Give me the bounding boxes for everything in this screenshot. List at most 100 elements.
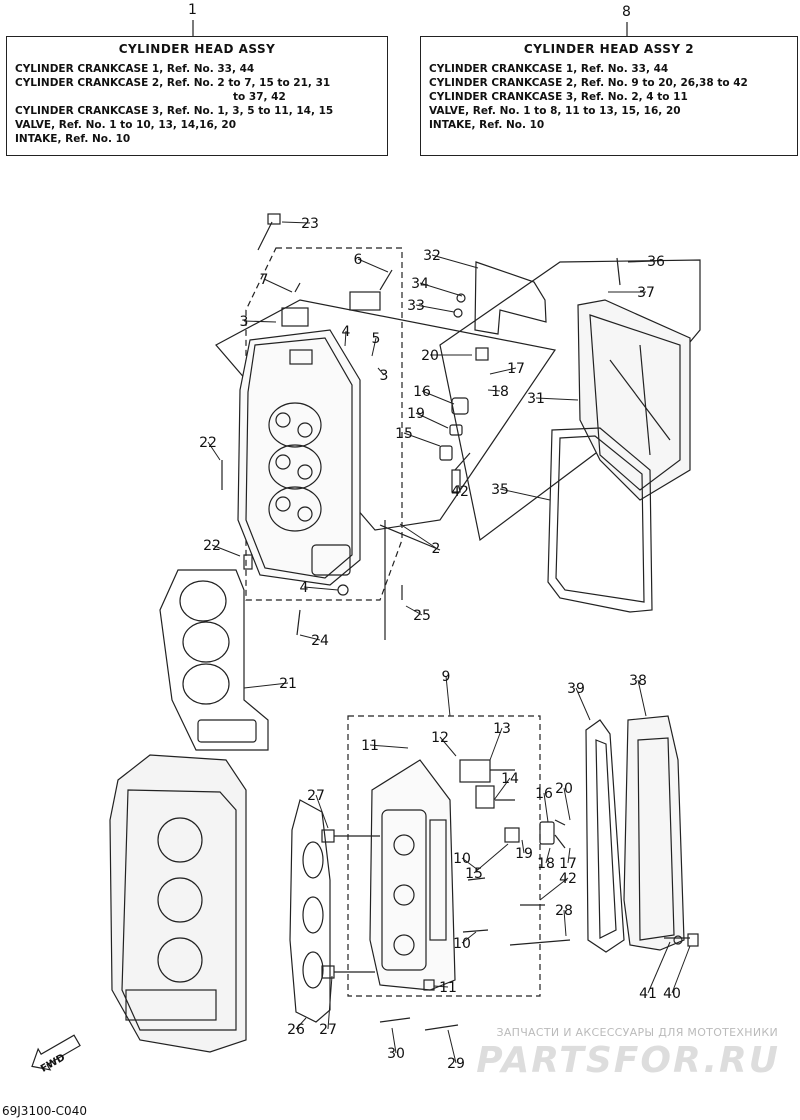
callout-leader bbox=[493, 777, 511, 801]
callout-leader bbox=[433, 985, 449, 988]
box-line: INTAKE, Ref. No. 10 bbox=[15, 133, 131, 145]
callout-leader bbox=[499, 488, 551, 501]
callout-27a: 27 bbox=[307, 788, 325, 804]
callout-leader bbox=[637, 679, 647, 717]
callout-leader bbox=[243, 320, 277, 323]
callout-leader bbox=[377, 367, 385, 376]
callout-10a: 10 bbox=[453, 851, 471, 867]
callout-11b: 11 bbox=[439, 980, 457, 996]
callout-4b: 4 bbox=[300, 580, 309, 596]
callout-leader bbox=[489, 367, 517, 375]
callout-leader bbox=[421, 390, 455, 405]
callout-15b: 15 bbox=[465, 866, 483, 882]
callout-32: 32 bbox=[423, 248, 441, 264]
callout-30: 30 bbox=[387, 1046, 405, 1062]
callout-leader bbox=[461, 931, 477, 944]
callout-leader bbox=[535, 397, 579, 401]
callout-20a: 20 bbox=[421, 348, 439, 364]
callout-4a: 4 bbox=[342, 324, 351, 340]
callout-38: 38 bbox=[629, 673, 647, 689]
callout-19a: 19 bbox=[407, 406, 425, 422]
callout-leader bbox=[543, 792, 549, 823]
callout-leader bbox=[445, 675, 451, 717]
callout-leader bbox=[303, 586, 339, 591]
watermark-logo: PARTSFOR.RU bbox=[476, 1040, 780, 1081]
callout-leader bbox=[563, 909, 567, 937]
callout-leader bbox=[399, 523, 437, 549]
callout-22a: 22 bbox=[199, 435, 217, 451]
callout-19b: 19 bbox=[515, 846, 533, 862]
callout-17b: 17 bbox=[559, 856, 577, 872]
box-line: CYLINDER CRANKCASE 2, Ref. No. 2 to 7, 1… bbox=[15, 77, 331, 89]
callout-leader bbox=[419, 282, 463, 297]
callout-leader bbox=[327, 975, 333, 1030]
callout-leader bbox=[521, 839, 525, 854]
callout-21: 21 bbox=[279, 676, 297, 692]
callout-leader bbox=[369, 744, 409, 749]
callout-leader bbox=[671, 945, 691, 994]
callout-leader bbox=[207, 441, 221, 461]
callout-leader bbox=[563, 787, 571, 821]
callout-11a: 11 bbox=[361, 738, 379, 754]
callout-leader bbox=[539, 877, 569, 901]
callout-42b: 42 bbox=[559, 871, 577, 887]
box-line: CYLINDER CRANKCASE 1, Ref. No. 33, 44 bbox=[429, 63, 669, 75]
callout-leader bbox=[371, 337, 377, 357]
group-number-8: 8 bbox=[622, 4, 631, 20]
callout-leader bbox=[315, 794, 329, 829]
callout-leader bbox=[567, 847, 571, 864]
callout-leader bbox=[415, 304, 455, 313]
callout-5: 5 bbox=[372, 331, 381, 347]
box-line: CYLINDER CRANKCASE 2, Ref. No. 9 to 20, … bbox=[429, 77, 748, 89]
callout-17a: 17 bbox=[507, 361, 525, 377]
callout-16a: 16 bbox=[413, 384, 431, 400]
callout-leader bbox=[489, 727, 503, 761]
box-line: VALVE, Ref. No. 1 to 10, 13, 14,16, 20 bbox=[15, 119, 237, 131]
callout-20b: 20 bbox=[555, 781, 573, 797]
callout-28: 28 bbox=[555, 903, 573, 919]
callout-18b: 18 bbox=[537, 856, 555, 872]
callout-leader bbox=[575, 687, 591, 721]
watermark-tagline: ЗАПЧАСТИ И АКСЕССУАРЫ ДЛЯ МОТОТЕХНИКИ bbox=[496, 1026, 778, 1039]
cylinder-head-assy-2-box: CYLINDER HEAD ASSY 2 CYLINDER CRANKCASE … bbox=[420, 36, 798, 156]
callout-9: 9 bbox=[442, 669, 451, 685]
callout-41: 41 bbox=[639, 986, 657, 1002]
callout-leader bbox=[281, 221, 311, 224]
callout-leader bbox=[211, 544, 241, 557]
callout-leader bbox=[457, 484, 461, 492]
box-line: INTAKE, Ref. No. 10 bbox=[429, 119, 545, 131]
callout-leader bbox=[299, 634, 321, 641]
group-number-1: 1 bbox=[188, 2, 197, 18]
callout-22b: 22 bbox=[203, 538, 221, 554]
callout-leader bbox=[243, 682, 289, 689]
callout-25: 25 bbox=[413, 608, 431, 624]
callout-10b: 10 bbox=[453, 936, 471, 952]
callout-27b: 27 bbox=[319, 1022, 337, 1038]
callout-36: 36 bbox=[647, 254, 665, 270]
cylinder-head-assy-box: CYLINDER HEAD ASSY CYLINDER CRANKCASE 1,… bbox=[6, 36, 388, 156]
callout-26: 26 bbox=[287, 1022, 305, 1038]
callout-leader bbox=[357, 258, 389, 273]
callout-leader bbox=[431, 254, 479, 269]
callout-leader bbox=[487, 389, 501, 392]
callout-leader bbox=[647, 941, 671, 994]
callout-leader bbox=[405, 605, 423, 616]
callout-leader bbox=[391, 1027, 397, 1054]
diagram-code: 69J3100-C040 bbox=[2, 1104, 87, 1118]
callout-3b: 3 bbox=[380, 368, 389, 384]
callout-15a: 15 bbox=[395, 426, 413, 442]
callout-40: 40 bbox=[663, 986, 681, 1002]
callout-37: 37 bbox=[637, 285, 655, 301]
callout-3a: 3 bbox=[240, 314, 249, 330]
box-title: CYLINDER HEAD ASSY bbox=[118, 42, 276, 56]
callout-7: 7 bbox=[260, 272, 269, 288]
callout-leader bbox=[447, 1029, 457, 1064]
box-line: VALVE, Ref. No. 1 to 8, 11 to 13, 15, 16… bbox=[429, 105, 681, 117]
callout-leader bbox=[415, 412, 449, 429]
box-line: CYLINDER CRANKCASE 3, Ref. No. 1, 3, 5 t… bbox=[15, 105, 334, 117]
callout-leader bbox=[295, 1017, 307, 1030]
callout-31: 31 bbox=[527, 391, 545, 407]
box-title: CYLINDER HEAD ASSY 2 bbox=[523, 42, 695, 56]
callout-6: 6 bbox=[354, 252, 363, 268]
